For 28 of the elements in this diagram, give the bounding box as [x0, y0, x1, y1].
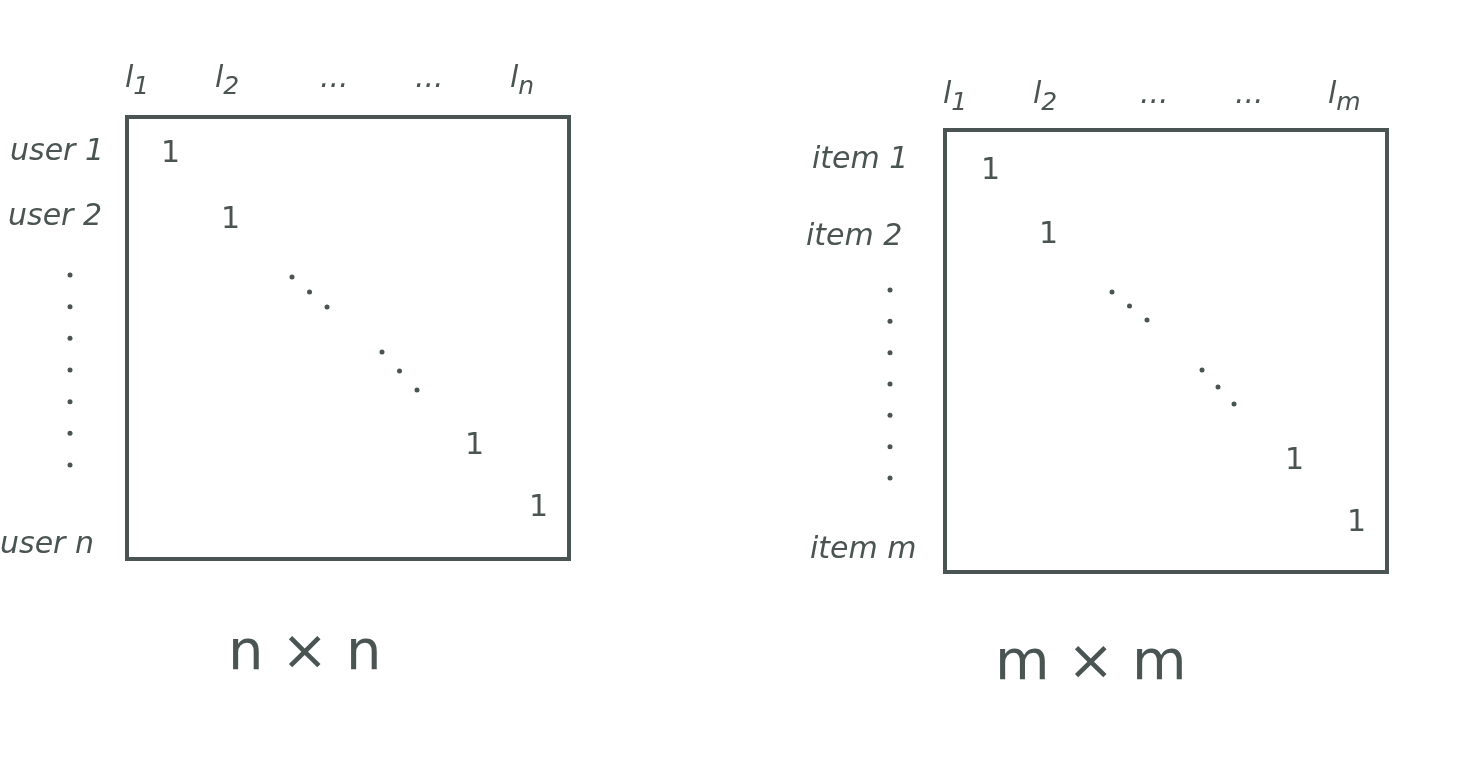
ellipsis: ...	[415, 62, 444, 92]
row-label: item m	[810, 533, 917, 563]
ellipsis: ...	[1235, 78, 1264, 108]
ellipsis: ...	[1140, 78, 1169, 108]
matrix-box	[125, 115, 571, 561]
row-label: item 2	[806, 220, 903, 250]
matrix-entry: 1	[529, 491, 549, 521]
matrix-entry: 1	[221, 203, 241, 233]
row-label: user 2	[8, 200, 103, 230]
matrix-entry: 1	[1347, 506, 1367, 536]
matrix-size-label: m × m	[995, 632, 1187, 688]
matrix-entry: 1	[1039, 218, 1059, 248]
ellipsis: ...	[320, 62, 349, 92]
row-label: item 1	[812, 143, 909, 173]
matrix-box	[943, 128, 1389, 574]
matrix-entry: 1	[1285, 444, 1305, 474]
matrix-entry: 1	[161, 137, 181, 167]
column-header: l$_{1}$	[943, 78, 968, 114]
matrix-size-label: n × n	[228, 622, 382, 678]
column-header: l$_{m}$	[1328, 78, 1361, 114]
column-header: l$_{n}$	[510, 62, 535, 98]
column-header: l$_{2}$	[215, 62, 240, 98]
matrix-entry: 1	[981, 154, 1001, 184]
matrix-entry: 1	[465, 429, 485, 459]
row-label: user 1	[10, 135, 105, 165]
column-header: l$_{1}$	[125, 62, 150, 98]
row-label: user n	[0, 528, 94, 558]
column-header: l$_{2}$	[1033, 78, 1058, 114]
